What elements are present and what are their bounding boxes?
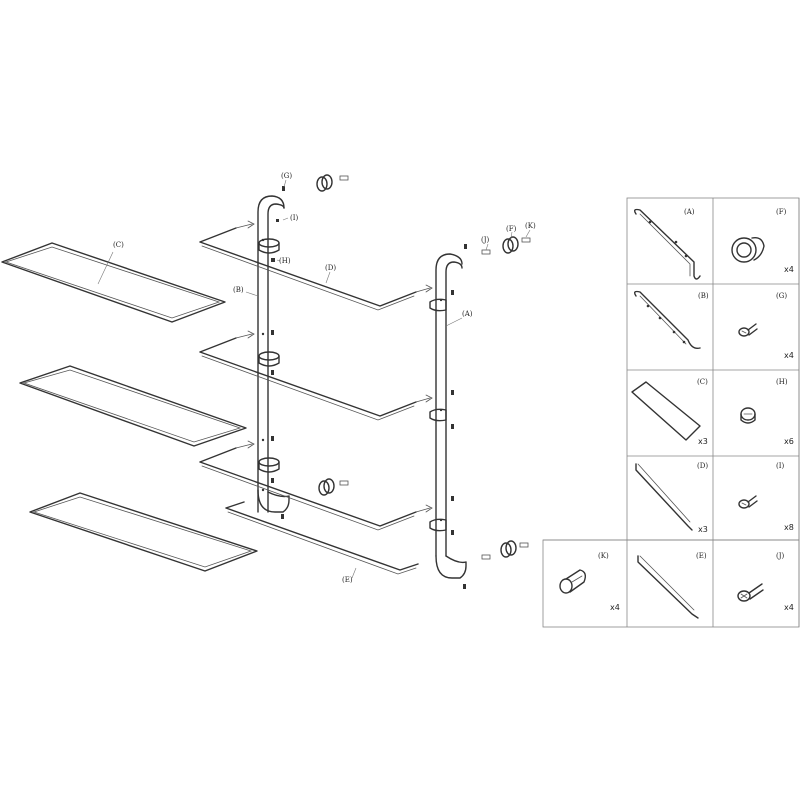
callout-a: (A) — [462, 310, 473, 318]
wall-anchor-top-b — [316, 174, 349, 192]
part-h-setscrew-icon — [740, 407, 756, 424]
rail-a — [435, 253, 467, 579]
part-h-label: (H) — [776, 378, 788, 386]
rod-e — [225, 501, 419, 579]
part-c-label: (C) — [697, 378, 708, 386]
rod-d-middle — [199, 337, 417, 421]
shelf-clamps-b — [258, 238, 280, 473]
part-f-label: (F) — [776, 208, 787, 216]
part-f-anchor-icon — [731, 236, 765, 263]
part-b-label: (B) — [698, 292, 709, 300]
rail-b — [245, 195, 290, 513]
callout-k: (K) — [525, 222, 536, 230]
glass-shelf-middle — [19, 365, 247, 447]
part-c-qty: x3 — [698, 437, 708, 446]
part-k-plug-icon — [559, 569, 587, 594]
part-j-screw-icon — [737, 583, 764, 602]
parts-table-grid — [542, 197, 800, 628]
part-b-rail-icon — [633, 290, 701, 350]
alignment-arrows — [235, 220, 433, 513]
callout-f: (F) — [506, 225, 517, 233]
callout-j: (J) — [481, 236, 490, 244]
callout-i: (I) — [290, 214, 298, 222]
part-g-label: (G) — [776, 292, 787, 300]
wall-anchor-bottom-b — [318, 478, 349, 496]
wall-anchor-top-a — [481, 236, 531, 255]
rod-d-bottom — [199, 447, 417, 531]
part-d-qty: x3 — [698, 525, 708, 534]
part-h-qty: x6 — [784, 437, 794, 446]
part-j-qty: x4 — [784, 603, 794, 612]
glass-shelf-bottom — [29, 492, 258, 572]
wall-anchor-bottom-a — [481, 540, 529, 560]
part-e-label: (E) — [696, 552, 707, 560]
callout-e: (E) — [342, 576, 353, 584]
small-screws — [271, 186, 467, 589]
shelf-clamps-a — [429, 298, 447, 532]
callout-b: (B) — [233, 286, 244, 294]
part-i-label: (I) — [776, 462, 784, 470]
leader-lines — [276, 179, 531, 262]
part-g-screw-icon — [738, 323, 758, 337]
part-d-label: (D) — [697, 462, 708, 470]
part-c-glass-icon — [631, 381, 701, 441]
part-a-rail-icon — [633, 208, 701, 280]
callout-c: (C) — [113, 241, 124, 249]
part-k-label: (K) — [598, 552, 609, 560]
rod-d-top — [199, 227, 417, 311]
part-k-qty: x4 — [610, 603, 620, 612]
glass-shelf-top — [1, 242, 226, 323]
part-f-qty: x4 — [784, 265, 794, 274]
part-i-screw-icon — [738, 495, 758, 509]
callout-h: (H) — [279, 257, 291, 265]
part-a-label: (A) — [684, 208, 695, 216]
callout-d: (D) — [325, 264, 336, 272]
part-i-qty: x8 — [784, 523, 794, 532]
part-d-rod-icon — [635, 463, 693, 531]
part-j-label: (J) — [776, 552, 785, 560]
part-e-rod-icon — [637, 555, 699, 619]
callout-g: (G) — [281, 172, 292, 180]
part-g-qty: x4 — [784, 351, 794, 360]
